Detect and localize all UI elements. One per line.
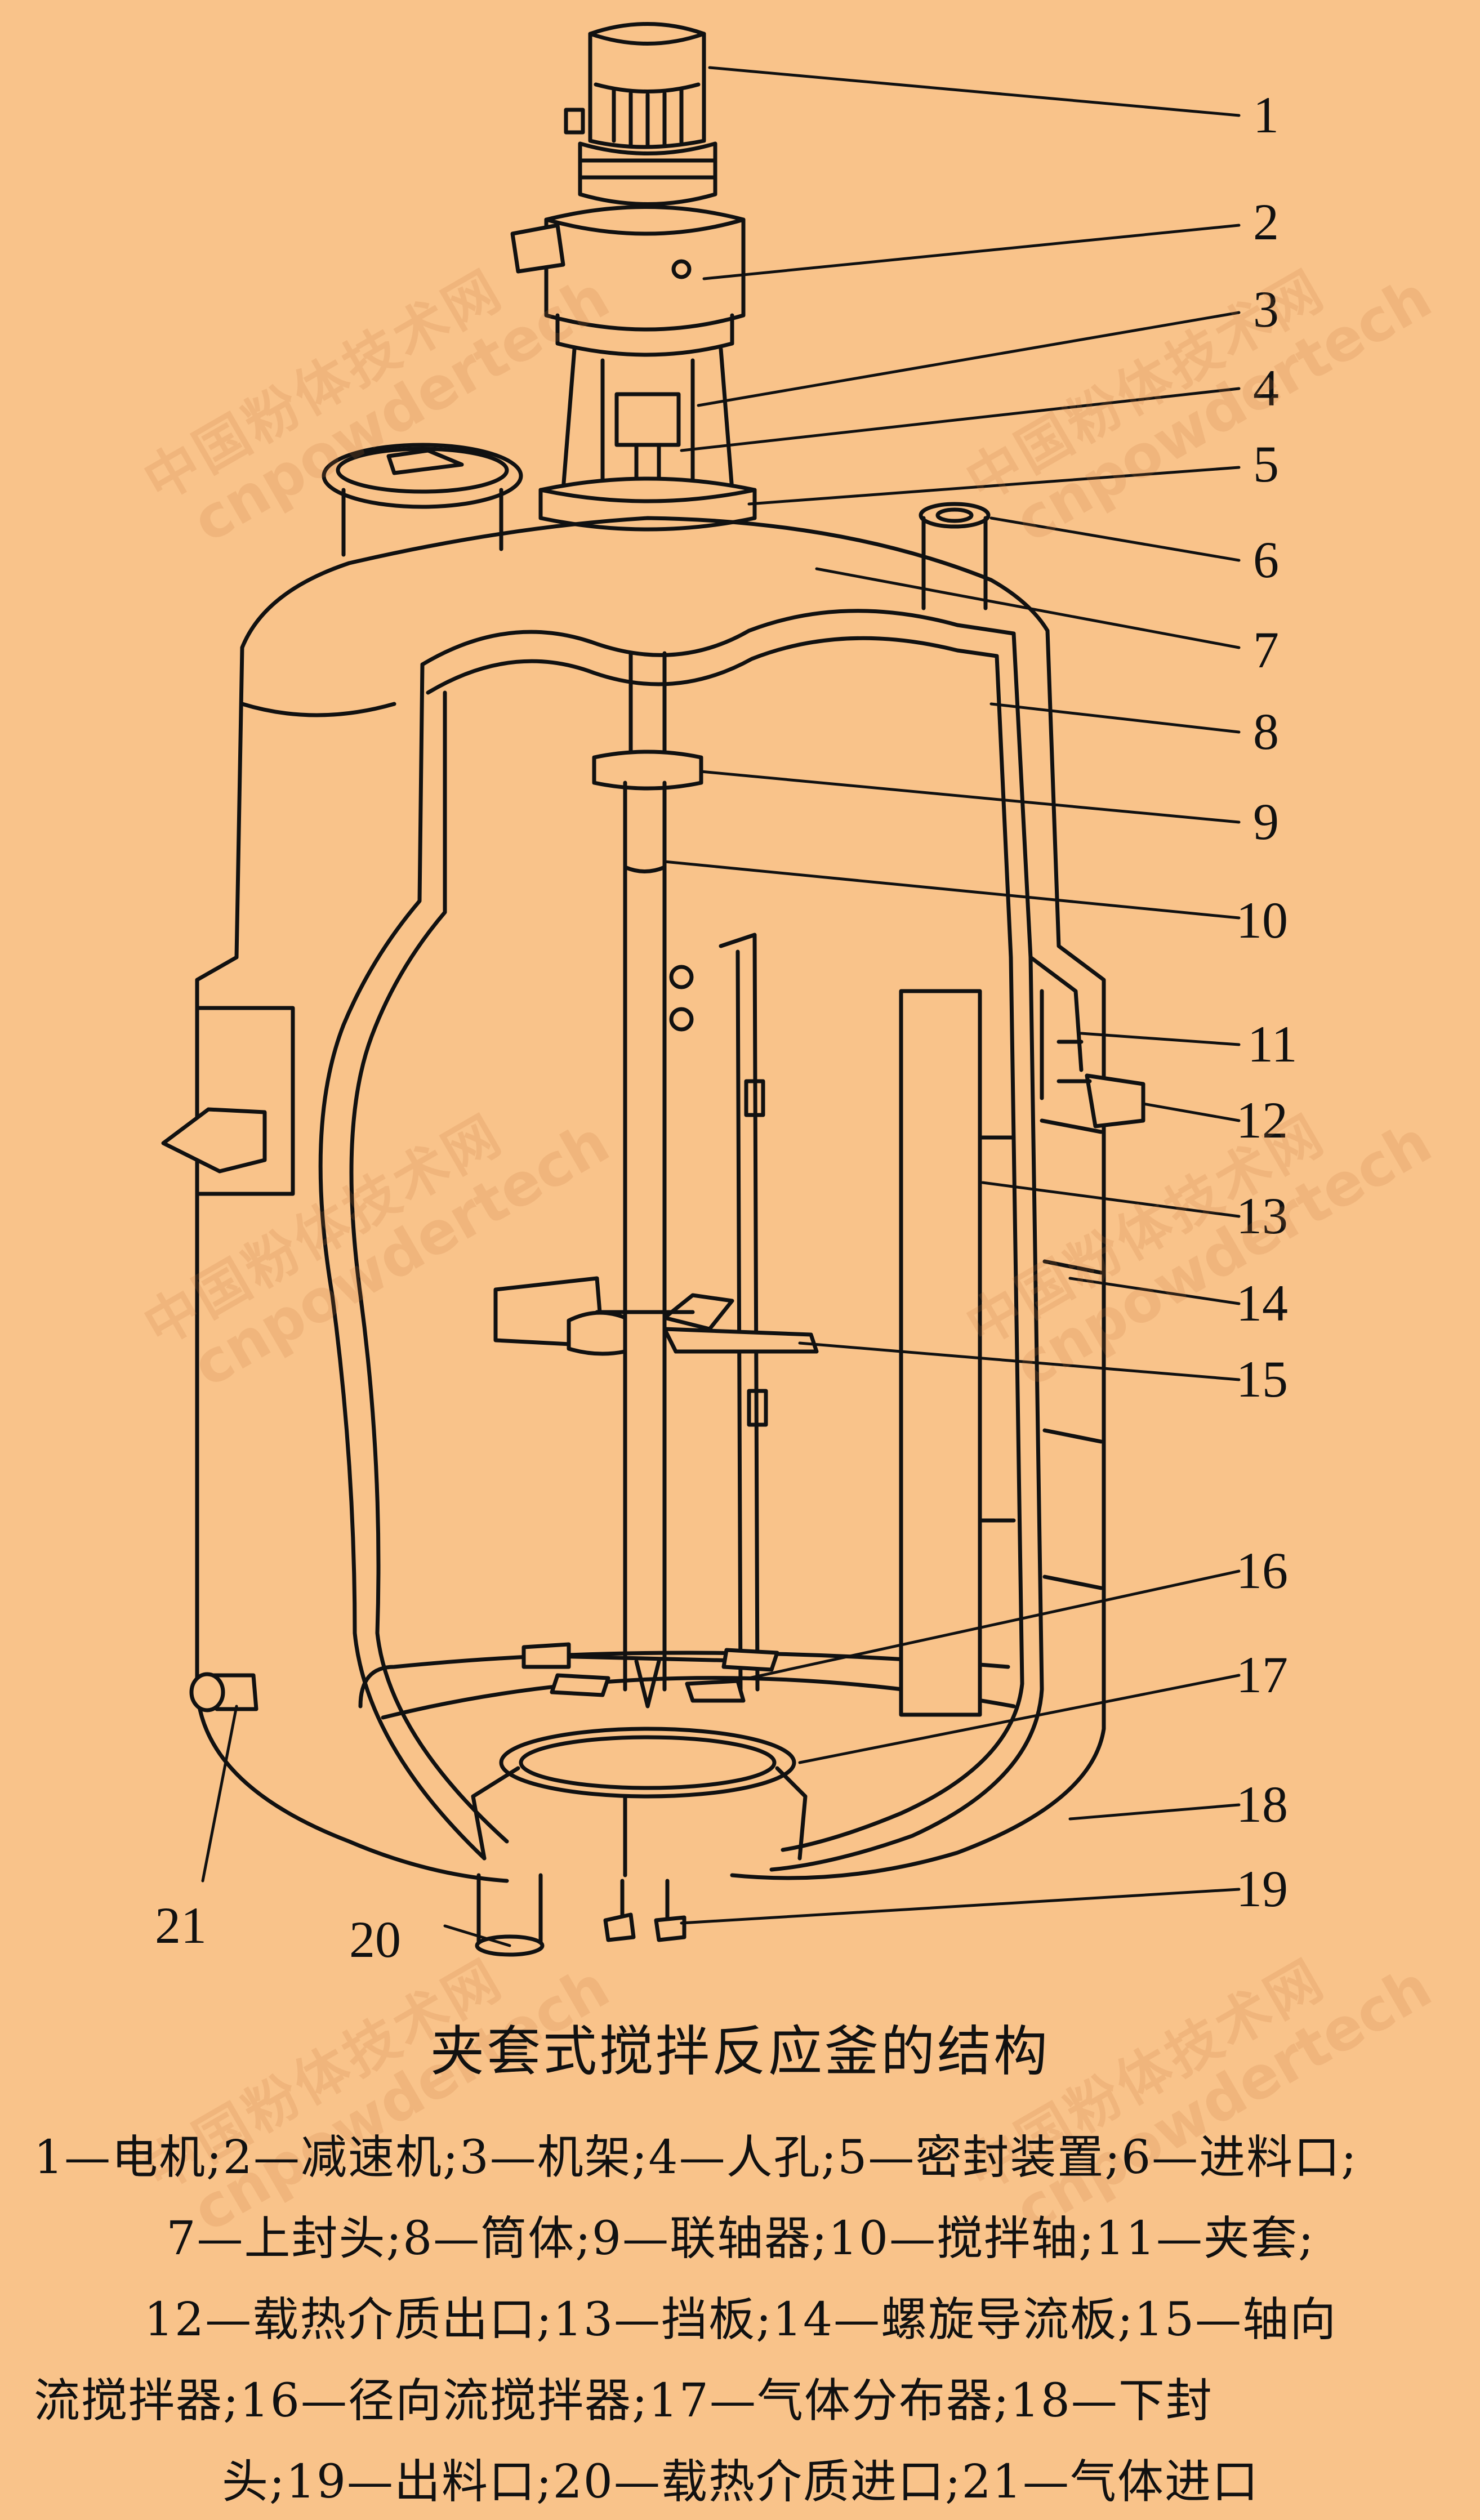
legend-line: 7—上封头;8—筒体;9—联轴器;10—搅拌轴;11—夹套;: [166, 2212, 1315, 2265]
axial-impeller: [493, 1276, 819, 1356]
gas-distributor: [471, 1727, 808, 1877]
motor: [564, 22, 717, 206]
label-21: 21: [155, 1897, 207, 1954]
legend-line: 头;19—出料口;20—载热介质进口;21—气体进口: [222, 2455, 1259, 2509]
legend-line: 12—载热介质出口;13—挡板;14—螺旋导流板;15—轴向: [144, 2293, 1338, 2347]
part-number-labels: 1 2 3 4 5 6 7 8 9 10 11 12 13 14 15 16 1…: [155, 86, 1298, 1968]
label-13: 13: [1236, 1187, 1288, 1245]
jacket-outlet: [1028, 955, 1145, 1129]
label-19: 19: [1236, 1860, 1288, 1917]
label-16: 16: [1236, 1542, 1288, 1599]
legend-line: 1—电机;2—减速机;3—机架;4—人孔;5—密封装置;6—进料口;: [34, 2131, 1358, 2184]
label-18: 18: [1236, 1776, 1288, 1833]
legend-line: 流搅拌器;16—径向流搅拌器;17—气体分布器;18—下封: [34, 2374, 1213, 2428]
gas-inlet: [189, 1672, 258, 1712]
label-20: 20: [349, 1911, 401, 1968]
jacket-wall: [318, 609, 1044, 1872]
label-17: 17: [1236, 1646, 1288, 1703]
reducer: [510, 205, 746, 357]
legend: 1—电机;2—减速机;3—机架;4—人孔;5—密封装置;6—进料口; 7—上封头…: [28, 2117, 1453, 2520]
caption-title: 夹套式搅拌反应釜的结构: [430, 2020, 1050, 2083]
label-11: 11: [1247, 1015, 1298, 1073]
spiral-guide: [1040, 1118, 1103, 1590]
radial-impeller: [521, 1642, 779, 1709]
support-lug: [161, 1006, 295, 1196]
frame: [561, 347, 734, 498]
leader-lines: [201, 66, 1241, 1947]
label-2: 2: [1253, 193, 1279, 251]
label-15: 15: [1236, 1350, 1288, 1408]
label-8: 8: [1253, 703, 1279, 760]
reactor-diagram: 1 2 3 4 5 6 7 8 9 10 11 12 13 14 15 16 1…: [155, 22, 1298, 1968]
label-6: 6: [1253, 531, 1279, 588]
discharge-outlet: [603, 1879, 686, 1942]
vessel-shell: [195, 516, 1106, 1883]
feed-inlet: [919, 502, 991, 610]
heat-medium-inlet: [475, 1873, 545, 1957]
label-10: 10: [1236, 891, 1288, 949]
label-1: 1: [1253, 86, 1279, 144]
agitator-shaft: [592, 651, 703, 1692]
label-9: 9: [1253, 793, 1279, 850]
label-4: 4: [1253, 359, 1279, 417]
label-12: 12: [1236, 1091, 1288, 1149]
manhole: [322, 443, 523, 557]
label-7: 7: [1253, 621, 1279, 679]
label-14: 14: [1236, 1274, 1288, 1332]
label-3: 3: [1253, 280, 1279, 338]
support-rod: [719, 933, 768, 1692]
seal-device: [538, 476, 757, 532]
label-5: 5: [1253, 435, 1279, 493]
